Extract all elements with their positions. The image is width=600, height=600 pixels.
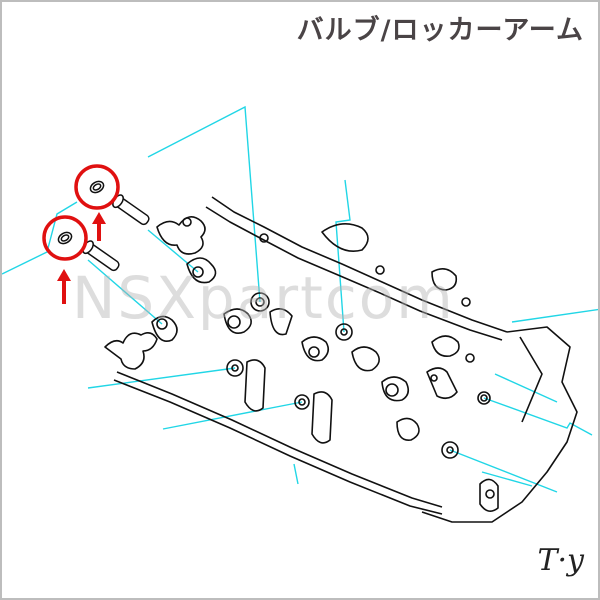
arrow-up-icon-lower xyxy=(57,269,71,304)
leader-lines xyxy=(2,105,598,493)
highlight-markers xyxy=(42,164,120,261)
arrow-up-icon-upper xyxy=(92,212,106,241)
highlight-circle-upper xyxy=(74,164,120,210)
highlight-circle-lower xyxy=(42,215,88,261)
page-title: バルブ/ロッカーアーム xyxy=(296,15,584,46)
author-signature: T·y xyxy=(537,543,585,578)
cylinder-head-outline xyxy=(104,196,578,523)
